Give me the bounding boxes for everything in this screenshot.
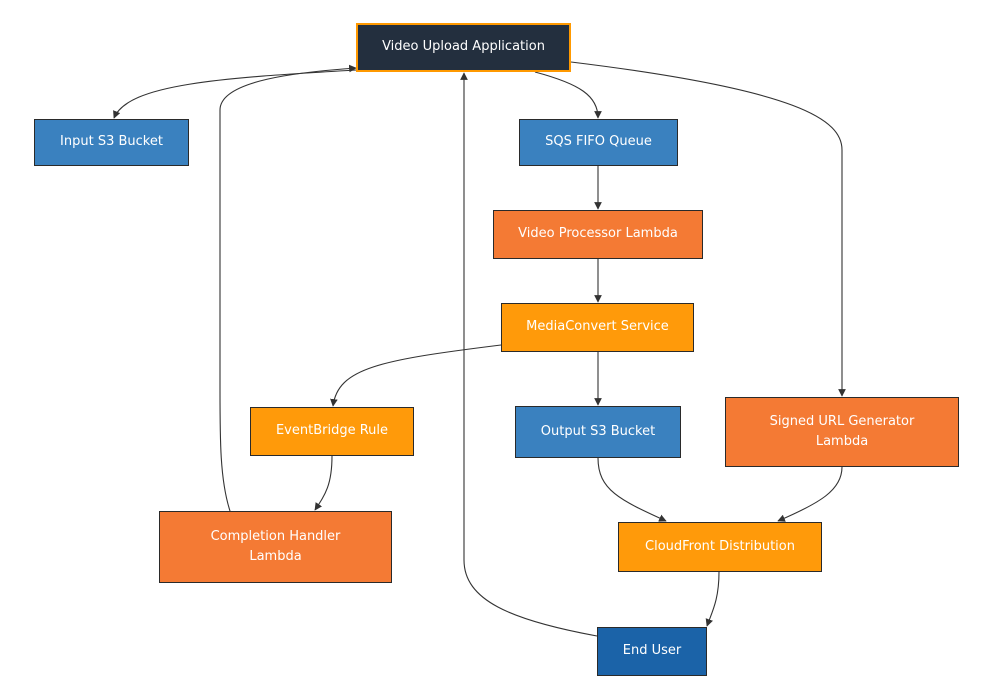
edge-mediaconvert-to-eventbridge	[330, 344, 502, 407]
edge-app-to-input-bucket	[113, 69, 357, 119]
node-end-user[interactable]: End User	[597, 627, 707, 676]
node-signed-url-generator-lambda[interactable]: Signed URL Generator Lambda	[725, 397, 959, 467]
edge-completion-handler-to-app	[219, 64, 357, 512]
node-input-s3-bucket[interactable]: Input S3 Bucket	[34, 119, 189, 166]
node-sqs-fifo-queue[interactable]: SQS FIFO Queue	[519, 119, 678, 166]
node-video-processor-lambda[interactable]: Video Processor Lambda	[493, 210, 703, 259]
edge-signed-url-generator-to-cloudfront	[777, 466, 843, 522]
node-mediaconvert-service[interactable]: MediaConvert Service	[501, 303, 694, 352]
edge-cloudfront-to-end-user	[705, 571, 720, 627]
edge-app-to-sqs-queue	[534, 71, 602, 119]
edge-output-bucket-to-cloudfront	[597, 457, 667, 522]
node-cloudfront-distribution[interactable]: CloudFront Distribution	[618, 522, 822, 572]
edge-eventbridge-to-completion-handler	[314, 455, 333, 511]
edge-app-to-signed-url-generator	[570, 61, 846, 397]
node-video-upload-application[interactable]: Video Upload Application	[356, 23, 571, 72]
node-output-s3-bucket[interactable]: Output S3 Bucket	[515, 406, 681, 458]
node-completion-handler-lambda[interactable]: Completion Handler Lambda	[159, 511, 392, 583]
node-eventbridge-rule[interactable]: EventBridge Rule	[250, 407, 414, 456]
edge-end-user-to-app	[460, 72, 598, 637]
